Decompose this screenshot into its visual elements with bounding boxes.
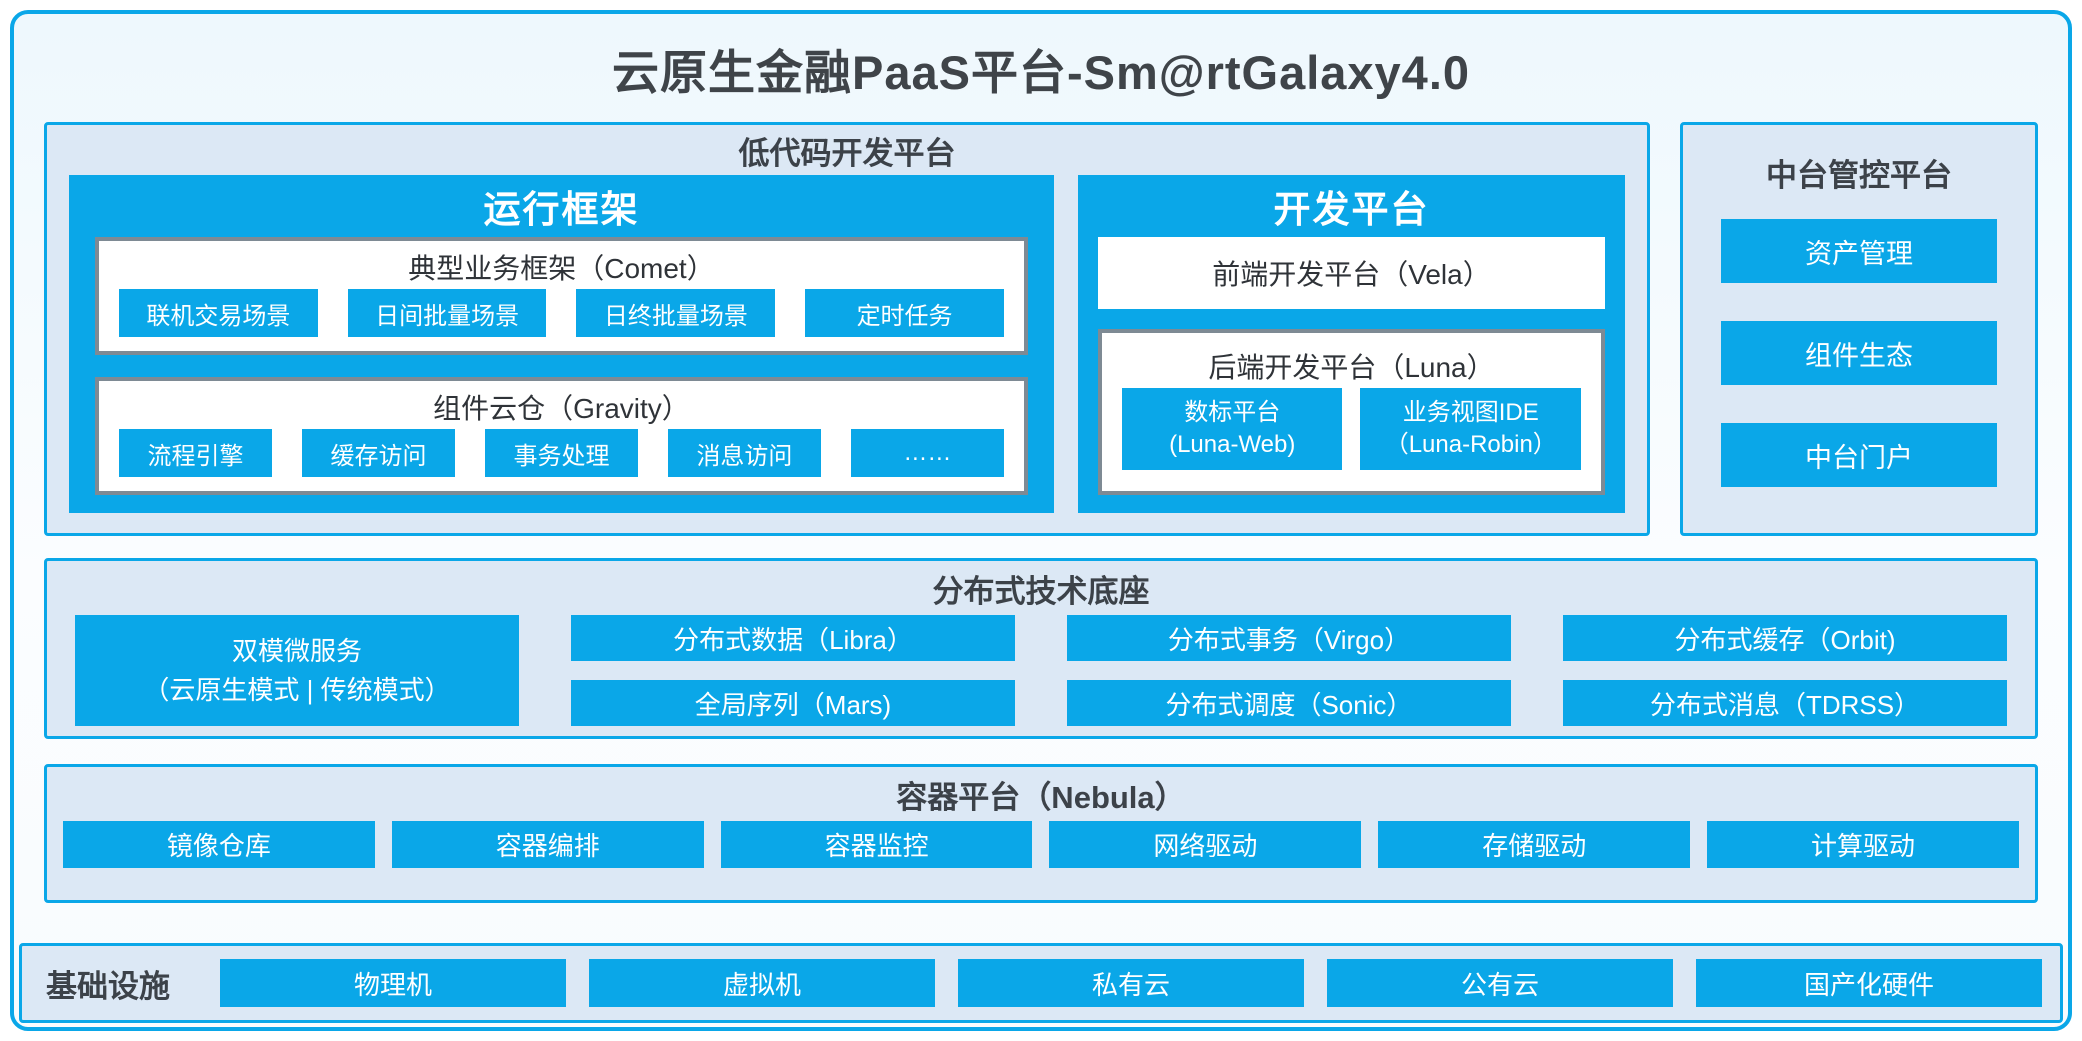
distributed-column-1: 分布式数据（Libra） 全局序列（Mars) — [571, 615, 1015, 726]
block-transaction-processing: 事务处理 — [484, 429, 638, 477]
block-component-ecosystem: 组件生态 — [1721, 321, 1997, 385]
block-luna-web: 数标平台 (Luna-Web) — [1121, 388, 1343, 470]
block-midplatform-portal: 中台门户 — [1721, 423, 1997, 487]
block-physical-machine: 物理机 — [220, 959, 566, 1007]
distributed-section-title: 分布式技术底座 — [932, 573, 1150, 609]
lowcode-platform-section: 低代码开发平台 运行框架 典型业务框架（Comet） 联机交易场景 日间批量场景… — [44, 122, 1650, 536]
block-eod-batch: 日终批量场景 — [576, 289, 776, 337]
block-image-registry: 镜像仓库 — [63, 821, 375, 868]
runtime-framework-panel: 运行框架 典型业务框架（Comet） 联机交易场景 日间批量场景 日终批量场景 … — [69, 175, 1054, 513]
block-luna-robin: 业务视图IDE （Luna-Robin） — [1360, 388, 1582, 470]
infrastructure-label: 基础设施 — [46, 968, 170, 1004]
luna-web-line2: (Luna-Web) — [1169, 431, 1296, 458]
block-storage-driver: 存储驱动 — [1378, 821, 1691, 868]
main-title: 云原生金融PaaS平台-Sm@rtGalaxy4.0 — [611, 45, 1471, 99]
block-daytime-batch: 日间批量场景 — [347, 289, 547, 337]
block-container-orchestration: 容器编排 — [391, 821, 704, 868]
dual-mode-line2: （云原生模式 | 传统模式） — [143, 674, 451, 705]
block-container-monitoring: 容器监控 — [720, 821, 1033, 868]
vela-frontend-box: 前端开发平台（Vela） — [1097, 237, 1605, 309]
block-ellipsis: …… — [850, 429, 1004, 477]
block-cache-access: 缓存访问 — [301, 429, 455, 477]
luna-robin-line1: 业务视图IDE — [1402, 399, 1539, 427]
luna-box-title: 后端开发平台（Luna） — [1208, 352, 1495, 384]
block-domestic-hardware: 国产化硬件 — [1696, 959, 2042, 1007]
infrastructure-chip-row: 物理机 虚拟机 私有云 公有云 国产化硬件 — [220, 959, 2042, 1007]
block-virtual-machine: 虚拟机 — [589, 959, 935, 1007]
container-platform-section: 容器平台（Nebula） 镜像仓库 容器编排 容器监控 网络驱动 存储驱动 计算… — [44, 764, 2038, 903]
gravity-warehouse-box: 组件云仓（Gravity） 流程引擎 缓存访问 事务处理 消息访问 …… — [95, 377, 1028, 495]
diagram-frame: 云原生金融PaaS平台-Sm@rtGalaxy4.0 低代码开发平台 运行框架 … — [10, 10, 2072, 1031]
distributed-body: 双模微服务 （云原生模式 | 传统模式） 分布式数据（Libra） 全局序列（M… — [75, 615, 2007, 726]
gravity-chip-row: 流程引擎 缓存访问 事务处理 消息访问 …… — [119, 429, 1004, 477]
distributed-tech-base-section: 分布式技术底座 双模微服务 （云原生模式 | 传统模式） 分布式数据（Libra… — [44, 558, 2038, 739]
distributed-column-3: 分布式缓存（Orbit) 分布式消息（TDRSS） — [1563, 615, 2007, 726]
top-row: 低代码开发平台 运行框架 典型业务框架（Comet） 联机交易场景 日间批量场景… — [44, 122, 2038, 536]
lowcode-section-title: 低代码开发平台 — [738, 135, 956, 171]
lowcode-body: 运行框架 典型业务框架（Comet） 联机交易场景 日间批量场景 日终批量场景 … — [69, 175, 1625, 513]
block-network-driver: 网络驱动 — [1049, 821, 1362, 868]
luna-web-line1: 数标平台 — [1184, 399, 1281, 427]
block-private-cloud: 私有云 — [958, 959, 1304, 1007]
block-process-engine: 流程引擎 — [119, 429, 272, 477]
block-scheduled-task: 定时任务 — [805, 289, 1004, 337]
comet-box-title: 典型业务框架（Comet） — [408, 253, 715, 284]
midplatform-control-section: 中台管控平台 资产管理 组件生态 中台门户 — [1680, 122, 2038, 536]
block-public-cloud: 公有云 — [1327, 959, 1673, 1007]
block-global-sequence-mars: 全局序列（Mars) — [571, 680, 1015, 726]
luna-robin-line2: （Luna-Robin） — [1384, 431, 1557, 458]
comet-framework-box: 典型业务框架（Comet） 联机交易场景 日间批量场景 日终批量场景 定时任务 — [95, 237, 1028, 355]
gravity-box-title: 组件云仓（Gravity） — [433, 393, 690, 424]
dev-platform-title: 开发平台 — [1273, 189, 1430, 230]
infrastructure-section: 基础设施 物理机 虚拟机 私有云 公有云 国产化硬件 — [19, 943, 2063, 1023]
block-distributed-data-libra: 分布式数据（Libra） — [571, 615, 1015, 661]
container-section-title: 容器平台（Nebula） — [896, 779, 1186, 815]
luna-chip-row: 数标平台 (Luna-Web) 业务视图IDE （Luna-Robin） — [1121, 388, 1582, 470]
midplatform-section-title: 中台管控平台 — [1766, 157, 1952, 193]
block-dual-mode-microservices: 双模微服务 （云原生模式 | 传统模式） — [75, 615, 519, 726]
dev-platform-panel: 开发平台 前端开发平台（Vela） 后端开发平台（Luna） 数标平台 (Lun… — [1077, 175, 1625, 513]
block-distributed-transaction-virgo: 分布式事务（Virgo） — [1067, 615, 1511, 661]
container-chip-row: 镜像仓库 容器编排 容器监控 网络驱动 存储驱动 计算驱动 — [63, 821, 2019, 868]
block-online-trading: 联机交易场景 — [119, 289, 318, 337]
comet-chip-row: 联机交易场景 日间批量场景 日终批量场景 定时任务 — [119, 289, 1004, 337]
block-compute-driver: 计算驱动 — [1707, 821, 2019, 868]
block-distributed-cache-orbit: 分布式缓存（Orbit) — [1563, 615, 2007, 661]
dual-mode-line1: 双模微服务 — [231, 635, 362, 666]
distributed-column-2: 分布式事务（Virgo） 分布式调度（Sonic） — [1067, 615, 1511, 726]
luna-backend-box: 后端开发平台（Luna） 数标平台 (Luna-Web) 业务视图IDE （Lu… — [1097, 329, 1605, 495]
block-message-access: 消息访问 — [667, 429, 821, 477]
runtime-framework-title: 运行框架 — [483, 189, 640, 230]
block-distributed-scheduling-sonic: 分布式调度（Sonic） — [1067, 680, 1511, 726]
block-asset-management: 资产管理 — [1721, 219, 1997, 283]
block-distributed-message-tdrss: 分布式消息（TDRSS） — [1563, 680, 2007, 726]
